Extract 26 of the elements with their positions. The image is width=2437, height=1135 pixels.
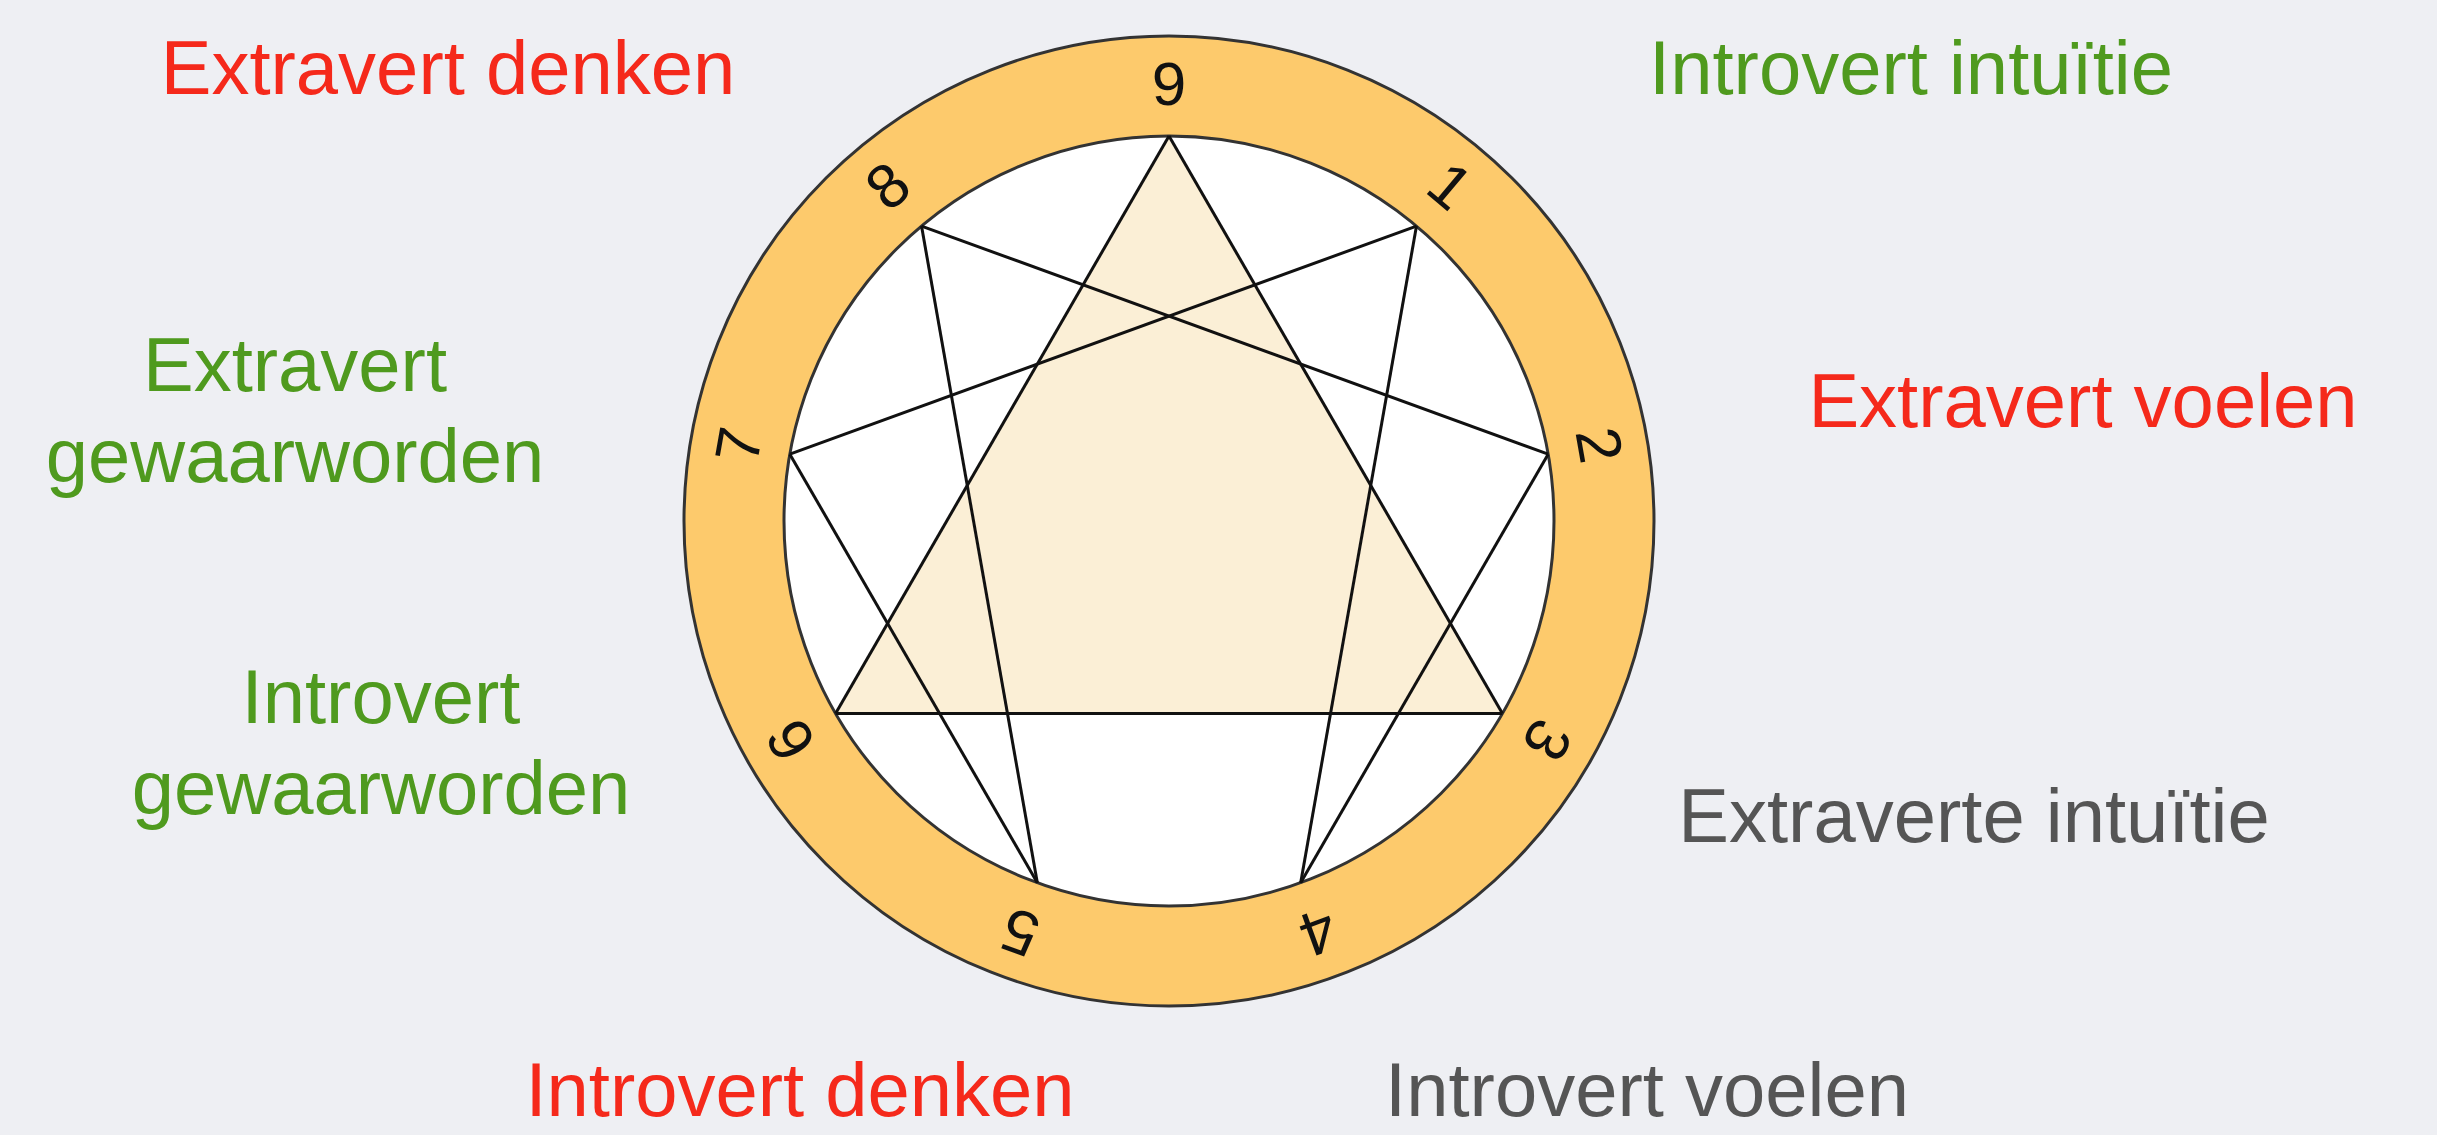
point-number: 1 (1416, 151, 1484, 222)
connector-line (789, 224, 1417, 456)
function-label: Introvert voelen (1385, 1046, 1909, 1135)
function-label: Extravert denken (160, 24, 736, 113)
connector-line (1299, 225, 1418, 884)
point-number: 7 (705, 422, 773, 468)
connector-line (788, 453, 1039, 884)
function-label: Introvert denken (525, 1046, 1075, 1135)
point-number: 8 (854, 151, 922, 222)
point-number: 2 (1565, 422, 1633, 468)
point-number: 9 (1151, 53, 1187, 115)
point-number: 4 (1291, 896, 1346, 967)
function-label: Extraverte intuïtie (1678, 772, 2270, 861)
connector-line (834, 135, 1171, 715)
point-number: 5 (992, 896, 1047, 967)
function-label: Introvert gewaarworden (130, 652, 632, 832)
connector-line (921, 224, 1549, 456)
connector-line (1299, 453, 1550, 884)
connector-line (1167, 135, 1504, 715)
function-label: Introvert intuïtie (1649, 24, 2173, 113)
point-number: 6 (755, 709, 826, 770)
connector-line (920, 225, 1039, 884)
connector-line (835, 712, 1503, 715)
function-label: Extravert gewaarworden (44, 320, 546, 500)
function-label: Extravert voelen (1808, 357, 2358, 446)
point-number: 3 (1512, 709, 1583, 770)
